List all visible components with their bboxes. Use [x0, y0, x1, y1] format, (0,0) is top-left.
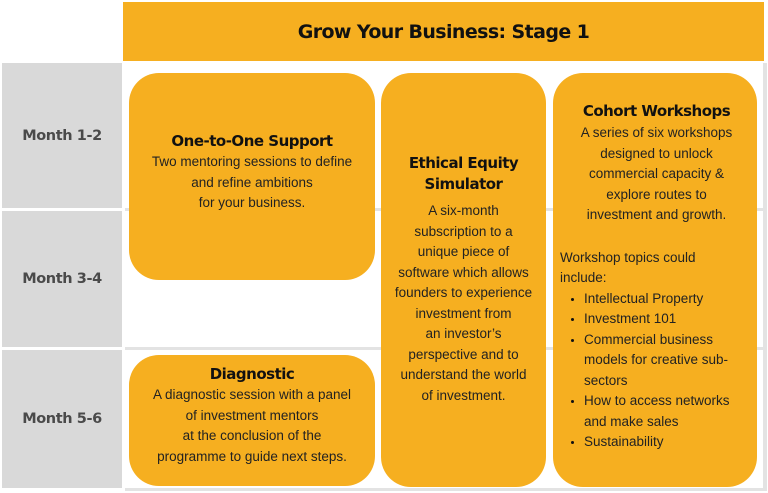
card-title: One-to-One Support [171, 132, 333, 150]
card-body: A series of six workshops designed to un… [580, 125, 733, 222]
month-row-3-4: Month 3-4 [2, 211, 122, 347]
row-divider [125, 488, 765, 491]
card-title: Ethical Equity Simulator [408, 154, 519, 193]
month-label: Month 5-6 [22, 411, 102, 427]
topic-item: Investment 101 [571, 309, 753, 330]
workshop-topics-list: Intellectual Property Investment 101 Com… [560, 289, 753, 453]
topics-intro: Workshop topics could include: [560, 249, 696, 286]
month-label: Month 3-4 [22, 271, 102, 287]
card-one-to-one-support: One-to-One Support Two mentoring session… [129, 73, 375, 280]
month-row-1-2: Month 1-2 [2, 63, 122, 208]
card-diagnostic: Diagnostic A diagnostic session with a p… [129, 355, 375, 486]
card-title: Diagnostic [209, 365, 295, 383]
right-border [763, 63, 767, 491]
stage-header: Grow Your Business: Stage 1 [123, 2, 764, 61]
topic-item: Sustainability [571, 432, 753, 453]
card-cohort-workshops: Cohort Workshops A series of six worksho… [553, 73, 757, 487]
topic-item: Intellectual Property [571, 289, 753, 310]
month-row-5-6: Month 5-6 [2, 350, 122, 488]
topic-item: Commercial business models for creative … [571, 330, 753, 392]
topic-item: How to access networks and make sales [571, 391, 753, 432]
card-body: A six-month subscription to a unique pie… [394, 203, 533, 403]
stage-title: Grow Your Business: Stage 1 [297, 20, 590, 43]
card-title: Cohort Workshops [582, 102, 731, 120]
month-label: Month 1-2 [22, 127, 102, 144]
card-body: Two mentoring sessions to define and ref… [151, 154, 353, 210]
card-body: A diagnostic session with a panel of inv… [152, 387, 352, 464]
card-ethical-equity-simulator: Ethical Equity Simulator A six-month sub… [381, 73, 546, 487]
